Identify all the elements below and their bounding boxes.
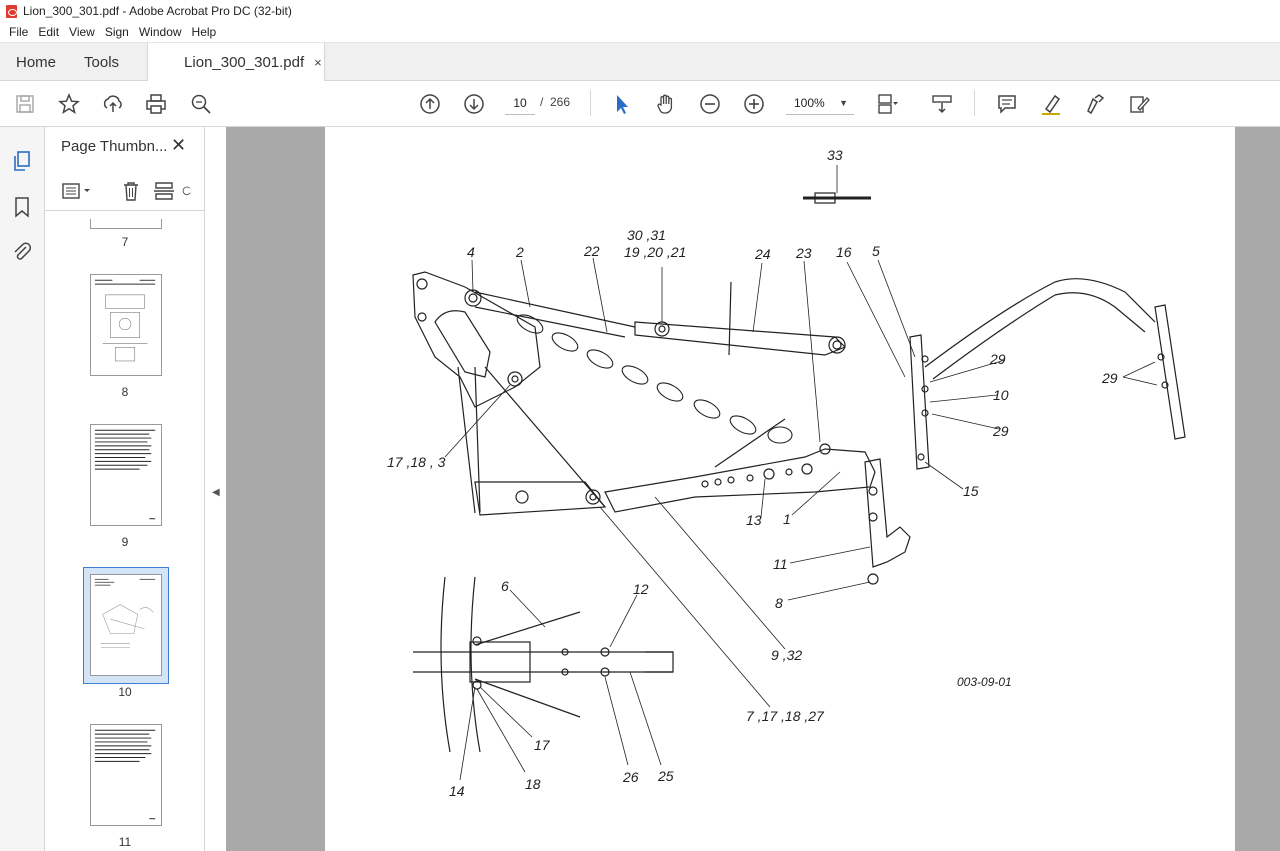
panel-toolbar: [45, 171, 205, 211]
tab-home[interactable]: Home: [16, 53, 57, 71]
menu-sign[interactable]: Sign: [104, 25, 129, 39]
collapse-panel-icon[interactable]: ◀: [212, 487, 220, 498]
callout-label: 29: [990, 351, 1006, 367]
page-down-icon[interactable]: [461, 91, 487, 117]
page-number-input[interactable]: 10: [505, 91, 535, 115]
thumbnail-label: 7: [121, 235, 129, 249]
drawing-code: 003-09-01: [957, 675, 1012, 689]
sign-icon[interactable]: [1082, 91, 1108, 117]
menu-edit[interactable]: Edit: [38, 25, 60, 39]
callout-label: 33: [827, 147, 843, 163]
page-thumbnail-11[interactable]: [90, 724, 162, 826]
callout-label: 17 ,18 , 3: [387, 454, 446, 470]
page-separator: /: [540, 95, 544, 109]
callout-label: 12: [633, 581, 649, 597]
callout-label: 4: [467, 244, 475, 260]
callout-label: 16: [836, 244, 852, 260]
save-icon[interactable]: [12, 91, 38, 117]
callout-label: 13: [746, 512, 762, 528]
callout-label: 17: [534, 737, 550, 753]
tab-close-icon[interactable]: ×: [314, 54, 322, 70]
thumbnail-label: 11: [118, 835, 132, 849]
thumbnail-list: 7 8 9 10 11: [45, 219, 193, 851]
window-title: Lion_300_301.pdf - Adobe Acrobat Pro DC …: [23, 4, 292, 18]
upload-icon[interactable]: [100, 91, 126, 117]
zoom-level-select[interactable]: 100% ▼: [786, 91, 854, 115]
chevron-down-icon: ▼: [839, 98, 848, 108]
callout-label: 11: [773, 556, 788, 572]
attachments-icon[interactable]: [10, 240, 34, 264]
panel-title: Page Thumbn...: [61, 138, 168, 155]
window-title-bar: Lion_300_301.pdf - Adobe Acrobat Pro DC …: [0, 0, 1280, 22]
panel-close-icon[interactable]: ✕: [171, 135, 187, 155]
callout-label: 15: [963, 483, 979, 499]
callout-label: 24: [755, 246, 771, 262]
tab-document[interactable]: Lion_300_301.pdf ×: [147, 43, 326, 81]
pdf-file-icon: [6, 4, 17, 18]
callout-label: 2: [516, 244, 524, 260]
page-thumbnail-9[interactable]: [90, 424, 162, 526]
page-thumbnail-10[interactable]: [83, 567, 169, 684]
left-rail: [0, 127, 45, 851]
menu-bar: File Edit View Sign Window Help: [0, 22, 1280, 43]
callout-label: 29: [1102, 370, 1118, 386]
callout-label: 6: [501, 578, 509, 594]
callout-label: 8: [775, 595, 783, 611]
tab-tools[interactable]: Tools: [84, 53, 120, 71]
scroll-mode-icon[interactable]: [929, 91, 955, 117]
pdf-page: 33 30 ,31 19 ,20 ,21 4 2 22 24 23 16 5 2…: [325, 127, 1235, 851]
callout-label: 22: [584, 243, 600, 259]
page-up-icon[interactable]: [417, 91, 443, 117]
zoom-search-icon[interactable]: [188, 91, 214, 117]
callout-label: 29: [993, 423, 1009, 439]
bookmark-star-icon[interactable]: [56, 91, 82, 117]
thumbnail-label: 9: [121, 535, 129, 549]
tab-bar: Home Tools Lion_300_301.pdf ×: [0, 43, 1280, 81]
comment-icon[interactable]: [994, 91, 1020, 117]
callout-label: 30 ,31: [627, 227, 666, 243]
delete-page-icon[interactable]: [119, 179, 143, 203]
toolbar-divider: [974, 90, 975, 116]
bookmarks-icon[interactable]: [10, 195, 34, 219]
callout-label: 26: [623, 769, 639, 785]
callout-label: 9 ,32: [771, 647, 803, 663]
thumbnail-label: 10: [118, 685, 132, 699]
callout-label: 7 ,17 ,18 ,27: [746, 708, 824, 724]
insert-page-icon[interactable]: [152, 179, 176, 203]
menu-window[interactable]: Window: [138, 25, 182, 39]
zoom-out-icon[interactable]: [697, 91, 723, 117]
tab-document-label: Lion_300_301.pdf: [184, 53, 305, 71]
rotate-page-icon[interactable]: [181, 179, 193, 203]
highlight-icon[interactable]: [1038, 91, 1064, 117]
page-thumbnails-panel: Page Thumbn... ✕ 7 8 9: [45, 127, 244, 851]
callout-label: 19 ,20 ,21: [624, 244, 687, 260]
thumbnail-options-icon[interactable]: [61, 179, 93, 203]
callout-label: 23: [796, 245, 812, 261]
hand-icon[interactable]: [653, 91, 679, 117]
print-icon[interactable]: [143, 91, 169, 117]
technical-drawing: [412, 165, 1186, 781]
page-total: 266: [550, 95, 571, 109]
menu-view[interactable]: View: [69, 25, 95, 39]
page-layout-icon[interactable]: [874, 91, 900, 117]
page-thumbnail-7[interactable]: [90, 219, 162, 229]
callout-label: 14: [449, 783, 465, 799]
zoom-level-value: 100%: [794, 96, 825, 110]
main-toolbar: 10 / 266 100% ▼: [0, 81, 1280, 127]
zoom-in-icon[interactable]: [741, 91, 767, 117]
page-thumbnail-8[interactable]: [90, 274, 162, 376]
page-thumbnails-icon[interactable]: [10, 149, 34, 173]
menu-help[interactable]: Help: [191, 25, 217, 39]
callout-label: 1: [783, 511, 791, 527]
edit-pdf-icon[interactable]: [1126, 91, 1152, 117]
thumbnail-label: 8: [121, 385, 129, 399]
callout-label: 5: [872, 243, 880, 259]
toolbar-divider: [590, 90, 591, 116]
select-cursor-icon[interactable]: [609, 91, 635, 117]
callout-label: 25: [658, 768, 674, 784]
menu-file[interactable]: File: [9, 25, 29, 39]
callout-label: 18: [525, 776, 541, 792]
callout-label: 10: [993, 387, 1009, 403]
